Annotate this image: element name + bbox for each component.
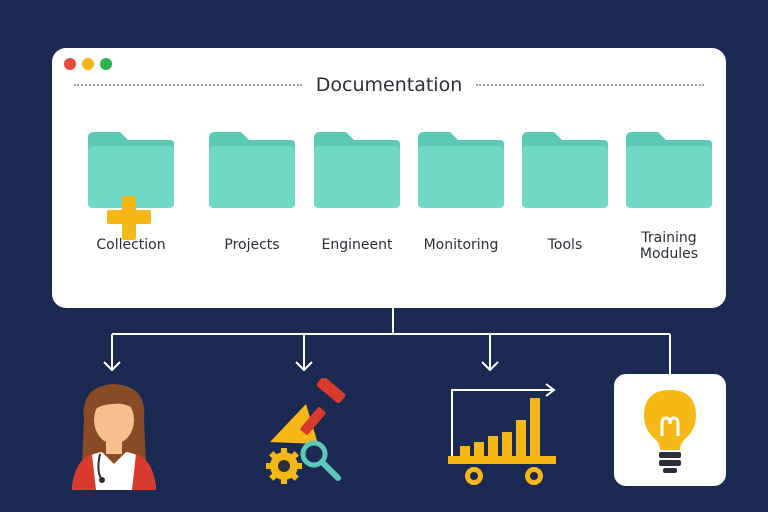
title-bar: Documentation bbox=[74, 72, 705, 98]
documentation-window: Documentation Collection Projects bbox=[52, 48, 726, 308]
folder-projects[interactable]: Projects bbox=[207, 130, 297, 253]
minimize-dot-icon[interactable] bbox=[82, 58, 94, 70]
folder-label: Training Modules bbox=[639, 230, 699, 262]
person-avatar-icon bbox=[66, 380, 162, 494]
folder-label: Collection bbox=[96, 237, 166, 253]
folder-row: Collection Projects Engineent Monitoring bbox=[52, 48, 726, 308]
plus-badge-icon bbox=[107, 196, 151, 240]
window-title: Documentation bbox=[315, 74, 463, 96]
folder-label: Monitoring bbox=[423, 237, 499, 253]
title-divider-right bbox=[476, 84, 705, 86]
gear-icon bbox=[266, 448, 302, 484]
growth-bar-chart-cart-icon bbox=[444, 380, 560, 494]
folder-label: Engineent bbox=[321, 237, 393, 253]
maximize-dot-icon[interactable] bbox=[100, 58, 112, 70]
folder-label: Projects bbox=[224, 237, 280, 253]
folder-icon bbox=[418, 132, 504, 208]
window-controls bbox=[64, 58, 112, 70]
folder-engineent[interactable]: Engineent bbox=[312, 130, 402, 253]
folder-icon bbox=[314, 132, 400, 208]
folder-tools[interactable]: Tools bbox=[520, 130, 610, 253]
folder-icon bbox=[209, 132, 295, 208]
folder-collection[interactable]: Collection bbox=[86, 130, 176, 253]
folder-monitoring[interactable]: Monitoring bbox=[416, 130, 506, 253]
magnifier-icon bbox=[300, 440, 341, 481]
title-divider-left bbox=[74, 84, 302, 86]
close-dot-icon[interactable] bbox=[64, 58, 76, 70]
folder-label: Tools bbox=[547, 237, 583, 253]
folder-plus-icon bbox=[88, 132, 174, 240]
tools-gear-magnifier-icon bbox=[262, 376, 358, 492]
folder-training-modules[interactable]: Training Modules bbox=[624, 130, 714, 262]
lightbulb-icon bbox=[644, 390, 696, 473]
folder-icon bbox=[522, 132, 608, 208]
lightbulb-card[interactable] bbox=[614, 374, 726, 486]
folder-icon bbox=[626, 132, 712, 208]
